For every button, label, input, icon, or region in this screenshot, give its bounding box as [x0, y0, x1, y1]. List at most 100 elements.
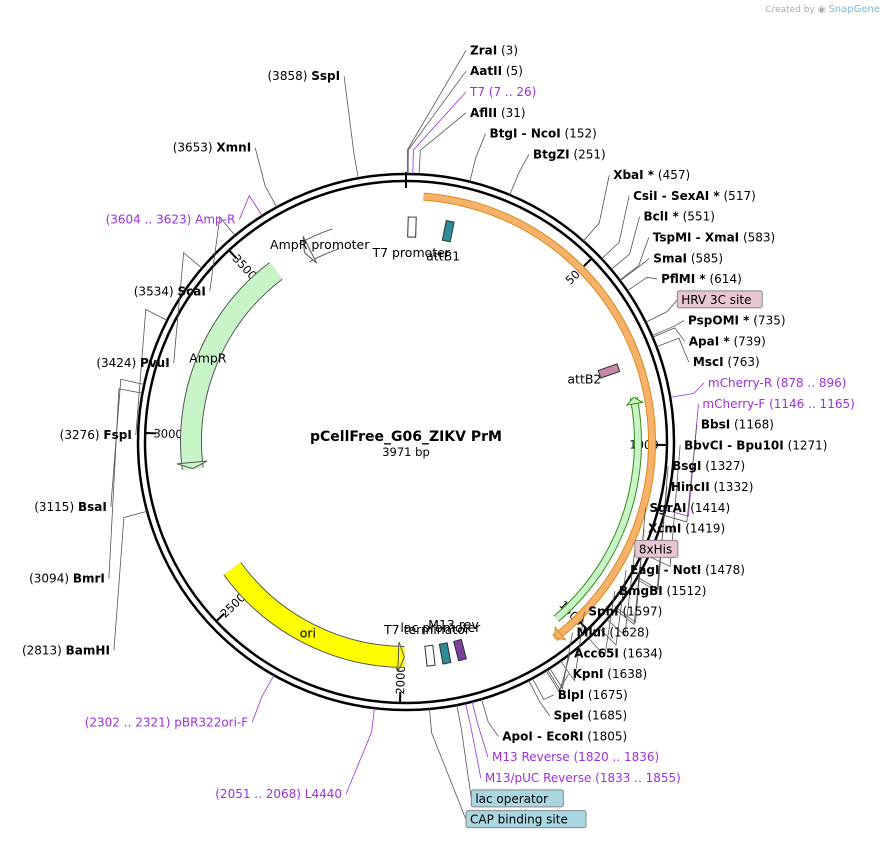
leader-line	[636, 486, 668, 592]
site-box: CAP binding site	[465, 810, 587, 829]
site-label: (2813) BamHI	[22, 643, 110, 657]
site-label: ApoI - EcoRI (1805)	[502, 729, 627, 743]
site-label: (2302 .. 2321) pBR322ori-F	[85, 715, 249, 729]
leader-line	[345, 708, 375, 795]
feature-ampr-promoter-arrowhead	[302, 236, 318, 264]
site-label: SgrAI (1414)	[650, 501, 731, 515]
plasmid-name: pCellFree_G06_ZIKV PrM	[310, 429, 502, 445]
site-label: EagI - NotI (1478)	[630, 563, 745, 577]
leader-line	[627, 276, 658, 292]
site-label: CsiI - SexAI * (517)	[633, 189, 756, 203]
site-box: lac operator	[470, 789, 564, 808]
feature-orange-outer-arc	[423, 193, 655, 641]
feature-label-lac-promoter: lac promoter	[400, 620, 481, 635]
leader-line	[238, 194, 263, 220]
site-label: SmaI (585)	[653, 251, 723, 265]
feature-green-inner-arc-arrowhead	[625, 396, 645, 406]
site-box-bg	[465, 810, 587, 829]
site-label: (2051 .. 2068) L4440	[215, 787, 342, 801]
leader-line	[407, 70, 467, 175]
credit-brand: SnapGene	[828, 4, 880, 15]
site-label: SphI (1597)	[588, 605, 662, 619]
feature-t7-promoter	[407, 216, 417, 238]
site-label: CAP binding site	[470, 813, 568, 827]
leader-line	[532, 678, 554, 700]
feature-attb1	[441, 220, 455, 243]
leader-line	[588, 590, 616, 657]
leader-line	[598, 570, 627, 646]
feature-label-ampr-promoter: AmpR promoter	[270, 237, 370, 252]
site-box-bg	[676, 290, 763, 309]
site-label: MluI (1628)	[577, 626, 650, 640]
leader-line	[670, 382, 705, 398]
leader-line	[651, 320, 685, 337]
feature-label-attb2: attB2	[567, 372, 601, 387]
leader-line	[469, 133, 486, 182]
leader-line	[173, 251, 203, 364]
feature-orange-outer-arc-arrowhead	[554, 626, 567, 641]
leader-line	[545, 670, 569, 692]
feature-label-t7-promoter: T7 promoter	[371, 245, 450, 260]
leader-line	[610, 216, 640, 270]
feature-ampr	[181, 262, 282, 470]
leader-line	[113, 510, 148, 651]
feature-label-ampr: AmpR	[189, 351, 227, 366]
site-label: M13/pUC Reverse (1833 .. 1855)	[485, 771, 681, 785]
credit-prefix: Created by	[765, 5, 815, 15]
feature-label-t7-terminator: T7 terminator	[383, 622, 471, 637]
site-label: HRV 3C site	[681, 293, 751, 307]
feature-label-attb1: attB1	[426, 249, 460, 264]
leader-line	[412, 91, 467, 175]
labels-layer: ZraI (3)AatII (5)T7 (7 .. 26)AflII (31)B…	[22, 43, 855, 829]
snapgene-logo-icon: ◉	[817, 5, 826, 15]
site-label: 8xHis	[639, 542, 672, 556]
site-label: (3604 .. 3623) Amp-R	[106, 213, 236, 227]
feature-t7-terminator	[424, 644, 436, 667]
leader-line	[645, 299, 678, 323]
site-label: XcmI (1419)	[648, 522, 725, 536]
leader-line	[465, 703, 482, 779]
feature-attb2	[597, 363, 621, 379]
site-box: 8xHis	[634, 539, 679, 558]
tick-mark	[578, 621, 589, 631]
leader-line	[108, 388, 143, 579]
leader-line	[254, 147, 278, 208]
feature-ori	[224, 562, 405, 667]
site-label: Acc65I (1634)	[574, 646, 662, 660]
leader-line	[343, 75, 359, 179]
leader-line	[429, 708, 467, 820]
feature-green-inner-arc	[554, 396, 641, 621]
feature-label-ori: ori	[300, 625, 316, 640]
leader-line	[528, 680, 550, 716]
site-label: (3858) SspI	[268, 69, 341, 83]
leader-line	[583, 175, 610, 242]
tick-label: 2000	[393, 665, 408, 695]
site-label: M13 Reverse (1820 .. 1836)	[492, 750, 659, 764]
leader-line	[652, 327, 686, 342]
feature-lac-promoter	[438, 642, 452, 665]
tick-mark	[228, 249, 238, 259]
site-label: BtgZI (251)	[533, 147, 606, 161]
leader-line	[619, 257, 650, 282]
leader-line	[615, 528, 645, 626]
site-box-bg	[634, 539, 679, 558]
site-label: ZraI (3)	[470, 43, 518, 57]
site-box-bg	[470, 789, 564, 808]
site-box: HRV 3C site	[676, 290, 763, 309]
site-label: AflII (31)	[470, 106, 526, 120]
site-label: BlpI (1675)	[558, 688, 628, 702]
site-label: (3534) ScaI	[134, 284, 206, 298]
feature-ori-arrowhead	[397, 641, 406, 673]
leader-line	[560, 611, 585, 682]
site-label: BsgI (1327)	[672, 459, 745, 473]
leader-line	[663, 424, 698, 523]
leader-line	[471, 701, 489, 758]
leader-line	[135, 308, 168, 436]
leader-line	[549, 632, 573, 690]
site-label: TspMI - XmaI (583)	[653, 231, 775, 245]
leader-line	[418, 112, 467, 175]
site-label: (3276) FspI	[60, 428, 132, 442]
site-label: KpnI (1638)	[573, 667, 648, 681]
